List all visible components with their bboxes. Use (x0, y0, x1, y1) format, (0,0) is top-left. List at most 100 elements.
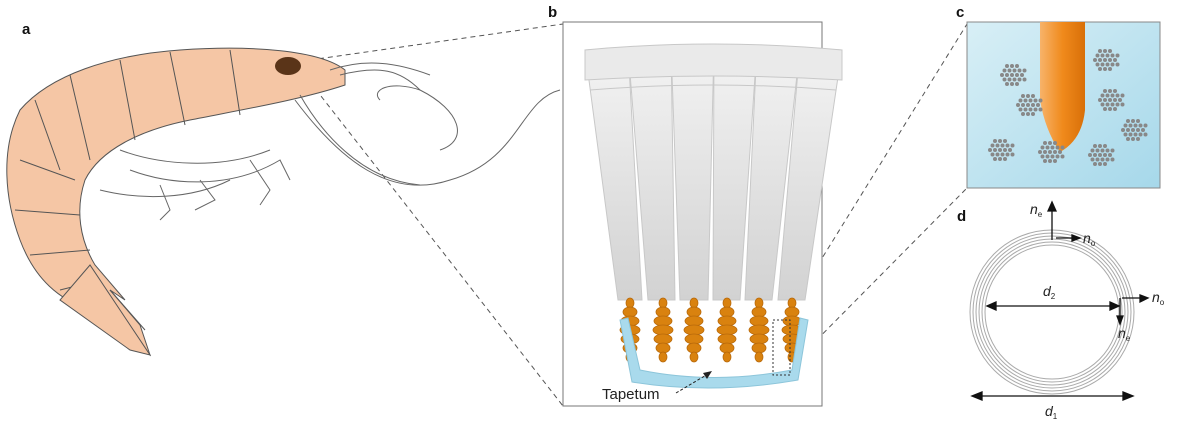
particle (1095, 157, 1100, 162)
particle (1021, 103, 1025, 107)
rhabdom-segment (717, 333, 737, 345)
rhabdom-segment (749, 333, 769, 345)
particle (1126, 128, 1130, 132)
particle (1000, 73, 1004, 77)
particle (1110, 148, 1115, 153)
particle (1108, 98, 1112, 102)
particle (1048, 159, 1052, 163)
particle (1040, 154, 1045, 159)
particle (1126, 137, 1130, 141)
rhabdom-segment (748, 324, 770, 336)
particle (1033, 98, 1038, 103)
rhabdom-segment (754, 297, 764, 309)
particle (1021, 112, 1025, 116)
rhabdom-segment (658, 351, 668, 363)
particle (1017, 68, 1022, 73)
particle (1105, 102, 1110, 107)
particle (1005, 152, 1010, 157)
particle (1100, 93, 1105, 98)
particle (1026, 103, 1030, 107)
rhabdom-segment (655, 342, 671, 354)
arrows (970, 200, 1150, 401)
particle (1060, 154, 1065, 159)
particle (1090, 157, 1095, 162)
tapetum-pointer (675, 373, 709, 394)
particle (1103, 144, 1107, 148)
particle (1018, 107, 1023, 112)
tapetum (619, 317, 809, 389)
particle (1010, 73, 1014, 77)
particle (1010, 152, 1015, 157)
particle (1053, 150, 1057, 154)
particle (993, 148, 997, 152)
particle (1055, 145, 1060, 150)
particle (1028, 107, 1033, 112)
particle (1000, 143, 1005, 148)
particle (1100, 148, 1105, 153)
particle (1105, 157, 1110, 162)
rhabdom-segment (658, 297, 668, 309)
particle (1098, 98, 1102, 102)
particle (1100, 53, 1105, 58)
rhabdom-segment (684, 333, 704, 345)
particle (1115, 102, 1120, 107)
rhabdom-segment (754, 351, 764, 363)
particle (1036, 103, 1040, 107)
particle (1115, 53, 1120, 58)
rhabdom-segment (722, 297, 732, 309)
particle (1098, 162, 1102, 166)
label-n-o-right: no (1152, 289, 1165, 307)
particle (1110, 102, 1115, 107)
rhabdom-segment (689, 297, 699, 309)
particle (1098, 153, 1102, 157)
particle (1007, 68, 1012, 73)
particle (1053, 159, 1057, 163)
particle (1108, 49, 1112, 53)
particle (1038, 150, 1042, 154)
particle (1090, 148, 1095, 153)
particle (1100, 157, 1105, 162)
particle (1115, 93, 1120, 98)
rhabdom-segment (782, 315, 802, 327)
particle (1095, 53, 1100, 58)
rhabdom-segment (683, 324, 705, 336)
particle (1033, 107, 1038, 112)
particle (1017, 77, 1022, 82)
particle (1026, 112, 1030, 116)
particle (1103, 153, 1107, 157)
particle (1103, 162, 1107, 166)
particle (1143, 132, 1148, 137)
particle (1138, 132, 1143, 137)
particle (1005, 82, 1009, 86)
particle (1010, 143, 1015, 148)
rhabdom-segment (655, 306, 671, 318)
particle (1093, 58, 1097, 62)
particle (1045, 154, 1050, 159)
particle (1108, 67, 1112, 71)
particle (1136, 128, 1140, 132)
panel-c-label: c (956, 4, 964, 21)
particle (1031, 103, 1035, 107)
particle (1093, 153, 1097, 157)
particle (1018, 98, 1023, 103)
particle (1050, 154, 1055, 159)
particle (1010, 64, 1014, 68)
arrowhead-icon (703, 371, 712, 379)
particle (1108, 89, 1112, 93)
particle (1053, 141, 1057, 145)
particle (993, 157, 997, 161)
particle (1038, 107, 1043, 112)
label-d2: d2 (1043, 283, 1056, 301)
particle (1012, 68, 1017, 73)
rhabdom-segment (749, 315, 769, 327)
rhabdom-segment (689, 351, 699, 363)
particle (1022, 77, 1027, 82)
panel-a-label: a (22, 21, 31, 38)
rhabdom-segment (719, 306, 735, 318)
rhabdom-segment (716, 324, 738, 336)
particle (1105, 93, 1110, 98)
particle (1045, 145, 1050, 150)
particle (1022, 68, 1027, 73)
particle (1021, 94, 1025, 98)
particle (1103, 67, 1107, 71)
